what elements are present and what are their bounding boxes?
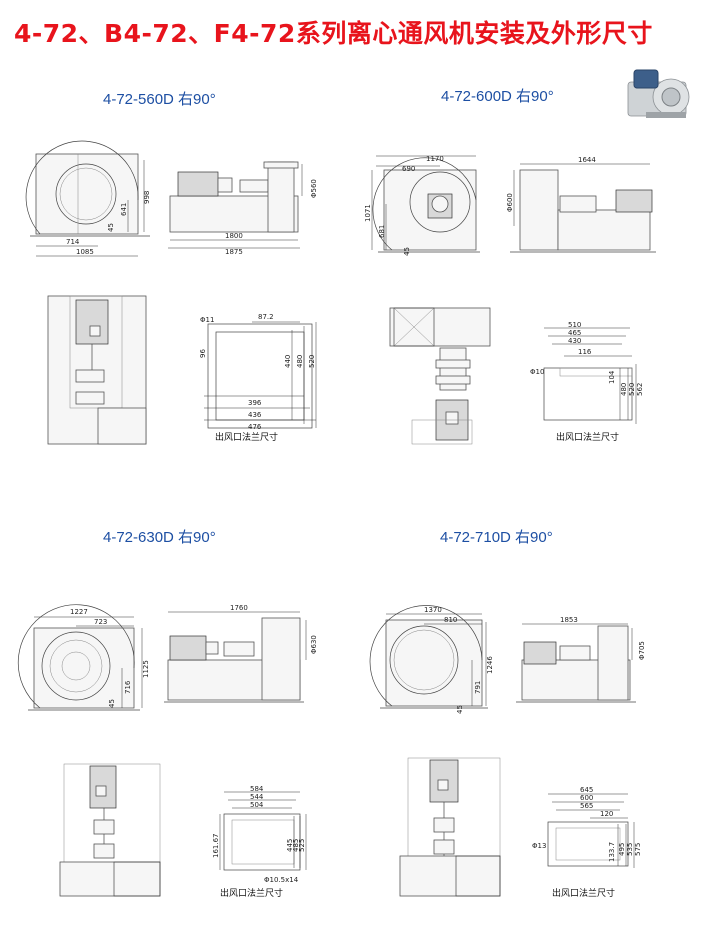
dim-text: 485 bbox=[292, 839, 300, 852]
dim-text: 116 bbox=[578, 348, 592, 356]
dim-text: 1170 bbox=[426, 155, 444, 163]
model-label-710d: 4-72-710D 右90° bbox=[440, 529, 553, 546]
dim-text: 714 bbox=[66, 238, 80, 246]
dim-text: Φ630 bbox=[310, 635, 318, 654]
fan-product-photo bbox=[627, 69, 690, 118]
dim-text: 600 bbox=[580, 794, 593, 802]
dim-text: 645 bbox=[580, 786, 593, 794]
dim-text: Φ11 bbox=[200, 316, 214, 324]
dim-text: 998 bbox=[143, 191, 151, 204]
dim-text: Φ705 bbox=[638, 641, 646, 660]
diagram-600d-top bbox=[389, 307, 491, 445]
dim-text: 1246 bbox=[486, 656, 494, 674]
dim-text: 96 bbox=[199, 349, 207, 358]
dim-text: 525 bbox=[298, 839, 306, 852]
dim-text: 445 bbox=[286, 839, 294, 852]
dim-text: 690 bbox=[402, 165, 415, 173]
diagram-630d-side: 1227 723 716 1125 45 bbox=[17, 604, 150, 711]
dim-text: 810 bbox=[444, 616, 457, 624]
dim-text: 520 bbox=[628, 383, 636, 396]
dim-text: 641 bbox=[120, 203, 128, 216]
dim-text: 1760 bbox=[230, 604, 248, 612]
diagram-560d-front: 1800 1875 Φ560 bbox=[168, 161, 318, 256]
dim-text: 480 bbox=[620, 383, 628, 396]
dim-text: 1227 bbox=[70, 608, 88, 616]
diagram-710d-top bbox=[399, 757, 501, 897]
dim-text: Φ560 bbox=[310, 179, 318, 198]
diagram-710d-side: 1370 810 791 1246 45 bbox=[369, 605, 494, 714]
flange-caption: 出风口法兰尺寸 bbox=[556, 431, 619, 443]
dim-text: 430 bbox=[568, 337, 581, 345]
dim-text: 791 bbox=[474, 681, 482, 694]
diagram-630d-top bbox=[59, 763, 161, 897]
dim-text: 440 bbox=[284, 355, 292, 368]
dim-text: 1125 bbox=[142, 660, 150, 678]
dim-text: 1800 bbox=[225, 232, 243, 240]
dim-text: 520 bbox=[308, 355, 316, 368]
dim-text: 1071 bbox=[364, 204, 372, 222]
dim-text: 45 bbox=[108, 699, 116, 708]
diagram-600d-front: 1644 Φ600 bbox=[506, 156, 656, 253]
dim-text: 716 bbox=[124, 680, 132, 694]
diagram-630d-front: 1760 Φ630 bbox=[164, 604, 318, 703]
flange-caption: 出风口法兰尺寸 bbox=[552, 887, 615, 899]
dim-text: Φ10 bbox=[530, 368, 544, 376]
dim-text: 1644 bbox=[578, 156, 596, 164]
dim-text: 681 bbox=[378, 225, 386, 238]
diagram-560d-side: 714 1085 641 45 998 bbox=[25, 140, 151, 257]
dim-text: Φ600 bbox=[506, 193, 514, 212]
dim-text: 584 bbox=[250, 785, 264, 793]
dim-text: 510 bbox=[568, 321, 581, 329]
dim-text: 1085 bbox=[76, 248, 94, 256]
dim-text: 104 bbox=[608, 370, 616, 384]
dim-text: 45 bbox=[403, 247, 411, 256]
diagram-710d-flange: 645 600 565 120 Φ13 133.7 495 535 575 出风… bbox=[532, 786, 642, 899]
dim-text: 565 bbox=[580, 802, 593, 810]
dim-text: 476 bbox=[248, 423, 262, 431]
dim-text: 436 bbox=[248, 411, 262, 419]
dim-text: 575 bbox=[634, 843, 642, 856]
dim-text: 1875 bbox=[225, 248, 243, 256]
diagram-600d-side: 1170 690 1071 681 45 bbox=[364, 155, 480, 256]
dim-text: 161.67 bbox=[212, 834, 220, 859]
diagram-630d-flange: 584 544 504 161.67 445 485 525 Φ10.5x14 … bbox=[212, 785, 307, 899]
dim-text: 87.2 bbox=[258, 313, 274, 321]
flange-caption: 出风口法兰尺寸 bbox=[215, 431, 278, 443]
model-label-560d: 4-72-560D 右90° bbox=[103, 91, 216, 108]
model-label-600d: 4-72-600D 右90° bbox=[441, 88, 554, 105]
diagram-600d-flange: 510 465 430 116 Φ10 104 480 520 562 出风口法… bbox=[530, 321, 644, 443]
dim-text: 45 bbox=[456, 705, 464, 714]
dim-text: 120 bbox=[600, 810, 613, 818]
dim-text: 133.7 bbox=[608, 842, 616, 862]
flange-caption: 出风口法兰尺寸 bbox=[220, 887, 283, 899]
page-title: 4-72、B4-72、F4-72系列离心通风机安装及外形尺寸 bbox=[14, 19, 653, 48]
dim-text: 1853 bbox=[560, 616, 578, 624]
diagram-560d-top bbox=[47, 295, 147, 445]
dim-text: Φ13 bbox=[532, 842, 546, 850]
model-label-630d: 4-72-630D 右90° bbox=[103, 529, 216, 546]
dim-text: 723 bbox=[94, 618, 107, 626]
dim-text: 504 bbox=[250, 801, 264, 809]
diagram-710d-front: 1853 Φ705 bbox=[516, 616, 646, 703]
dim-text: 495 bbox=[618, 843, 626, 856]
dim-text: 465 bbox=[568, 329, 581, 337]
dim-text: Φ10.5x14 bbox=[264, 876, 299, 884]
dim-text: 535 bbox=[626, 843, 634, 856]
dim-text: 562 bbox=[636, 383, 644, 396]
diagram-560d-flange: Φ11 87.2 96 396 436 476 440 480 520 出风口法… bbox=[199, 313, 317, 443]
dim-text: 396 bbox=[248, 399, 262, 407]
dim-text: 45 bbox=[107, 223, 115, 232]
dim-text: 480 bbox=[296, 355, 304, 368]
dim-text: 1370 bbox=[424, 606, 442, 614]
dim-text: 544 bbox=[250, 793, 264, 801]
